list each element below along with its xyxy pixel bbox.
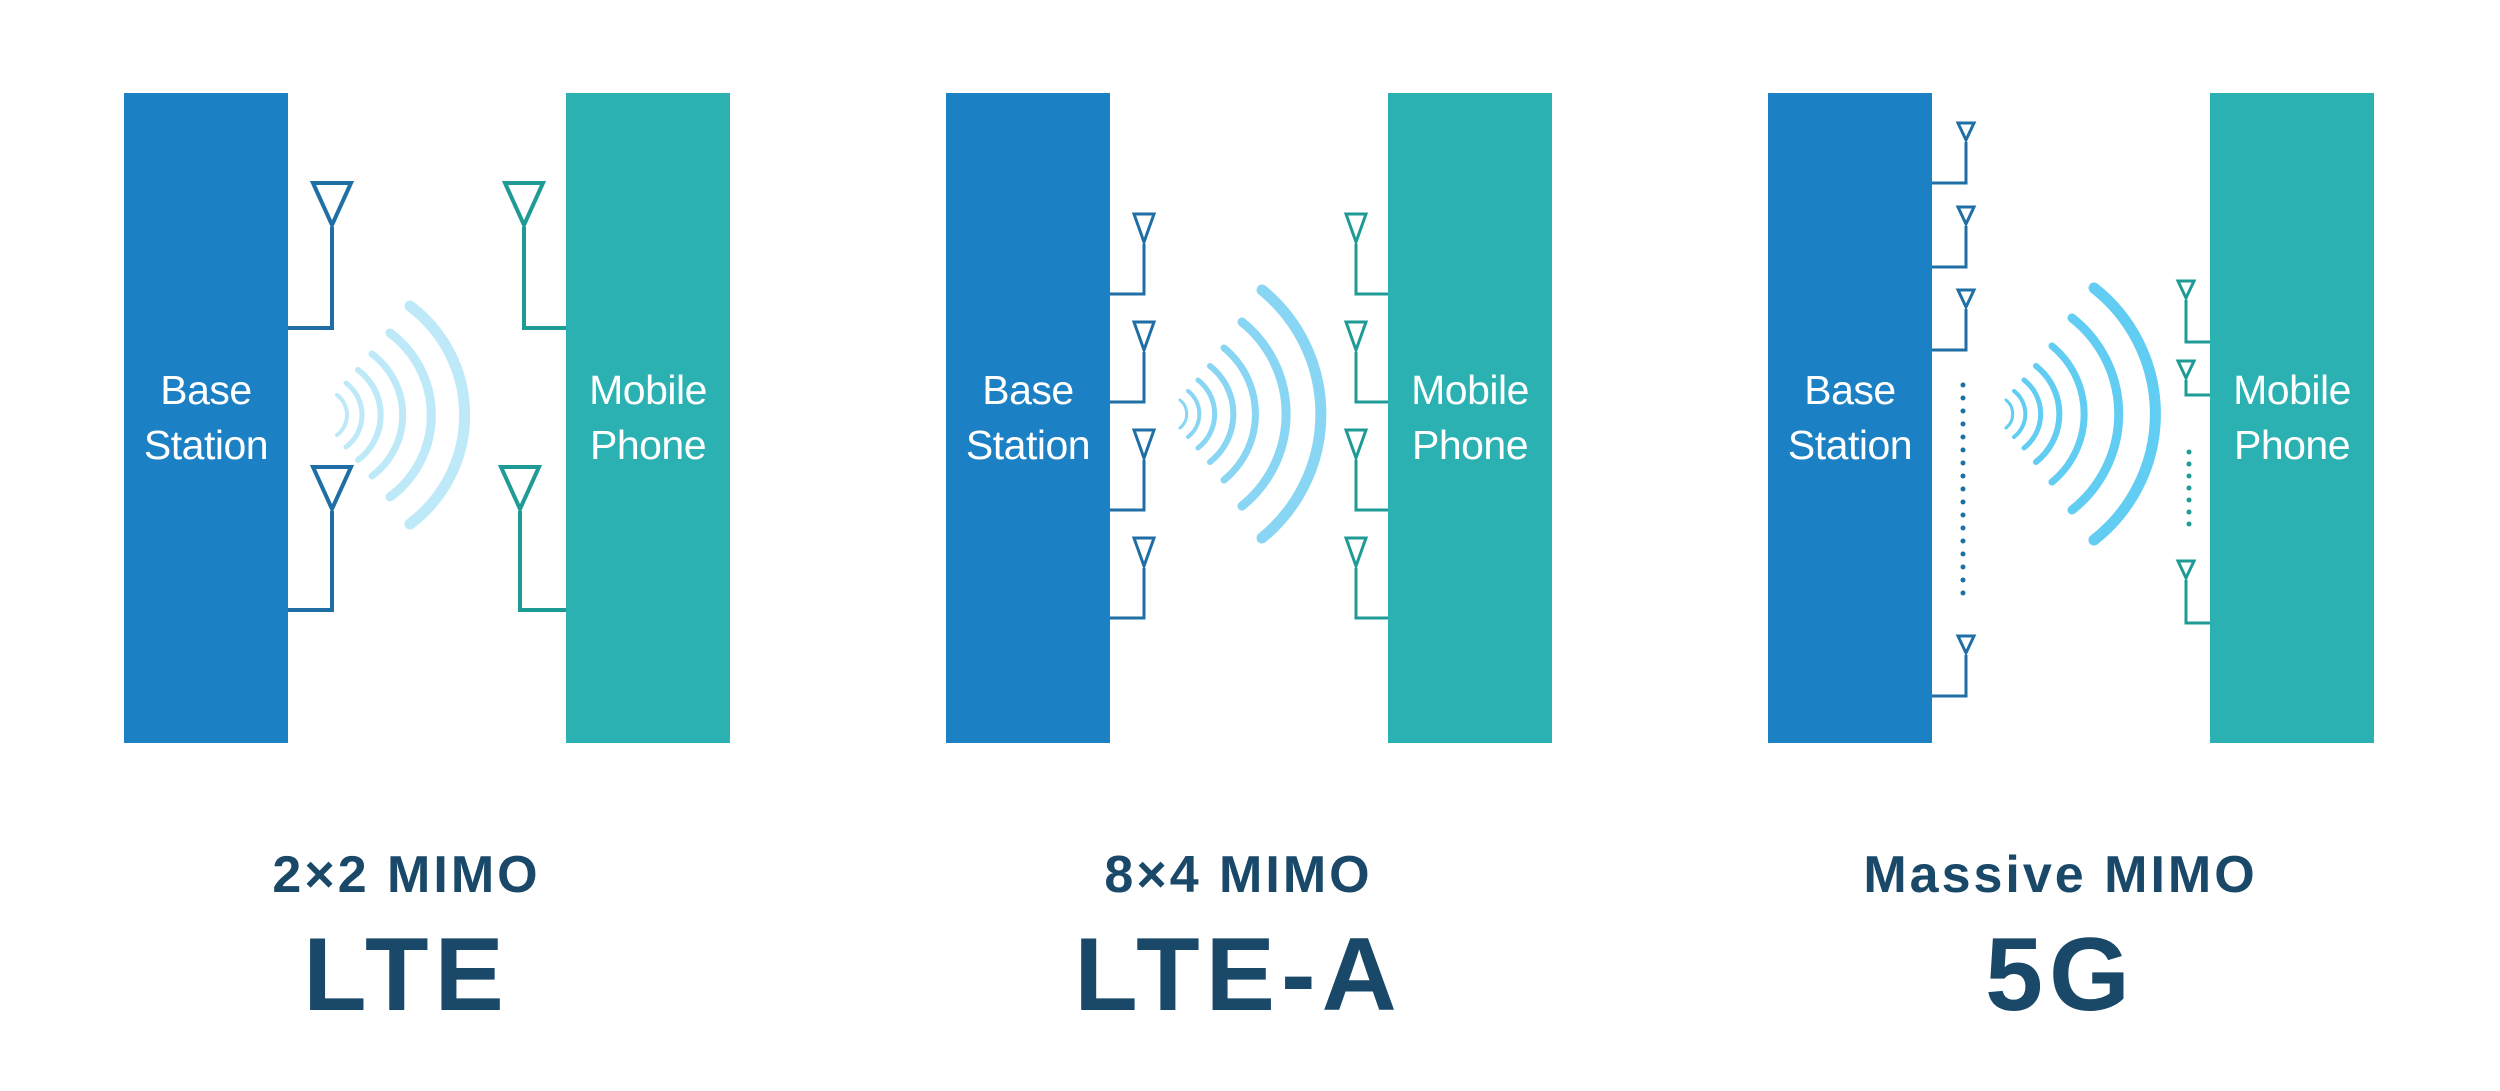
ellipsis-dots (2186, 449, 2192, 527)
panel-lte: Base Station Mobile Phone (0, 0, 833, 1091)
antenna-icon (501, 181, 566, 330)
antenna-icon (288, 181, 355, 330)
mobile-phone-block: Mobile Phone (2210, 93, 2374, 743)
antenna-icon (497, 465, 566, 612)
generation-label: LTE-A (1074, 917, 1403, 1033)
antenna-icon (1932, 205, 1977, 269)
generation-label: 5G (1985, 917, 2136, 1033)
antenna-icon (1110, 212, 1157, 296)
antenna-icon (1110, 428, 1157, 512)
antenna-diagram (1932, 121, 2210, 698)
mobile-phone-label: Mobile Phone (1411, 367, 1529, 468)
antenna-diagram (1110, 212, 1388, 620)
mobile-phone-block: Mobile Phone (566, 93, 730, 743)
base-station-label: Base Station (143, 367, 269, 468)
mobile-phone-label: Mobile Phone (589, 367, 707, 468)
antenna-icon (2175, 279, 2210, 344)
antenna-icon (1110, 320, 1157, 404)
base-station-block: Base Station (946, 93, 1110, 743)
mimo-label: Massive MIMO (1863, 846, 2258, 904)
base-station-label: Base Station (965, 367, 1091, 468)
caption: Massive MIMO 5G (1644, 835, 2477, 1035)
antenna-icon (1932, 634, 1977, 698)
signal-waves-icon (2004, 282, 2161, 546)
antenna-icon (1110, 536, 1157, 620)
panel-lte-a: Base Station Mobile Phone (822, 0, 1655, 1091)
base-station-block: Base Station (124, 93, 288, 743)
generation-label: LTE (303, 917, 510, 1033)
base-station-block: Base Station (1768, 93, 1932, 743)
antenna-icon (1343, 428, 1388, 512)
mobile-phone-label: Mobile Phone (2233, 367, 2351, 468)
caption: 2×2 MIMO LTE (0, 835, 823, 1035)
antenna-diagram (288, 181, 566, 612)
antenna-icon (1343, 212, 1388, 296)
panel-5g: Base Station Mobile Phone (1644, 0, 2477, 1091)
mobile-phone-block: Mobile Phone (1388, 93, 1552, 743)
antenna-icon (1932, 288, 1977, 352)
base-station-label: Base Station (1787, 367, 1913, 468)
antenna-icon (1343, 536, 1388, 620)
antenna-icon (2175, 559, 2210, 625)
signal-waves-icon (1178, 284, 1327, 544)
mimo-label: 8×4 MIMO (1104, 846, 1373, 904)
antenna-icon (1343, 320, 1388, 404)
antenna-icon (288, 465, 355, 612)
caption: 8×4 MIMO LTE-A (822, 835, 1655, 1035)
antenna-icon (1932, 121, 1977, 185)
mimo-label: 2×2 MIMO (272, 846, 541, 904)
antenna-icon (2175, 359, 2210, 397)
signal-waves-icon (335, 300, 471, 530)
ellipsis-dots (1960, 382, 1966, 596)
